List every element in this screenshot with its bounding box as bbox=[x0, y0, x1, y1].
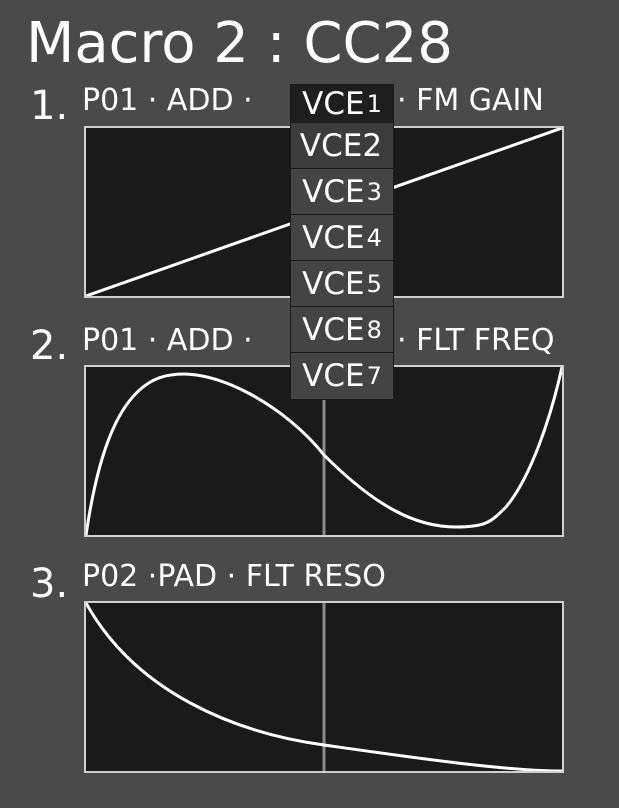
decay-curve bbox=[86, 603, 562, 771]
assignment-1-prefix: P01 · ADD · bbox=[82, 83, 253, 118]
assignment-3-curve-graph[interactable] bbox=[84, 601, 564, 773]
assignment-2-prefix: P01 · ADD · bbox=[82, 323, 253, 358]
s-curve bbox=[86, 367, 562, 535]
assignment-3-label: P02 ·PAD · FLT RESO bbox=[82, 559, 386, 594]
assignment-2-number: 2. bbox=[30, 323, 69, 369]
assignment-1-suffix: · FM GAIN bbox=[397, 83, 544, 118]
assignment-3-number: 3. bbox=[30, 561, 69, 607]
macro-title: Macro 2 : CC28 bbox=[26, 11, 453, 76]
voice-option-hovered[interactable]: VCE2 bbox=[291, 123, 393, 169]
assignment-2-suffix: · FLT FREQ bbox=[397, 323, 555, 358]
assignment-1-number: 1. bbox=[30, 83, 69, 129]
